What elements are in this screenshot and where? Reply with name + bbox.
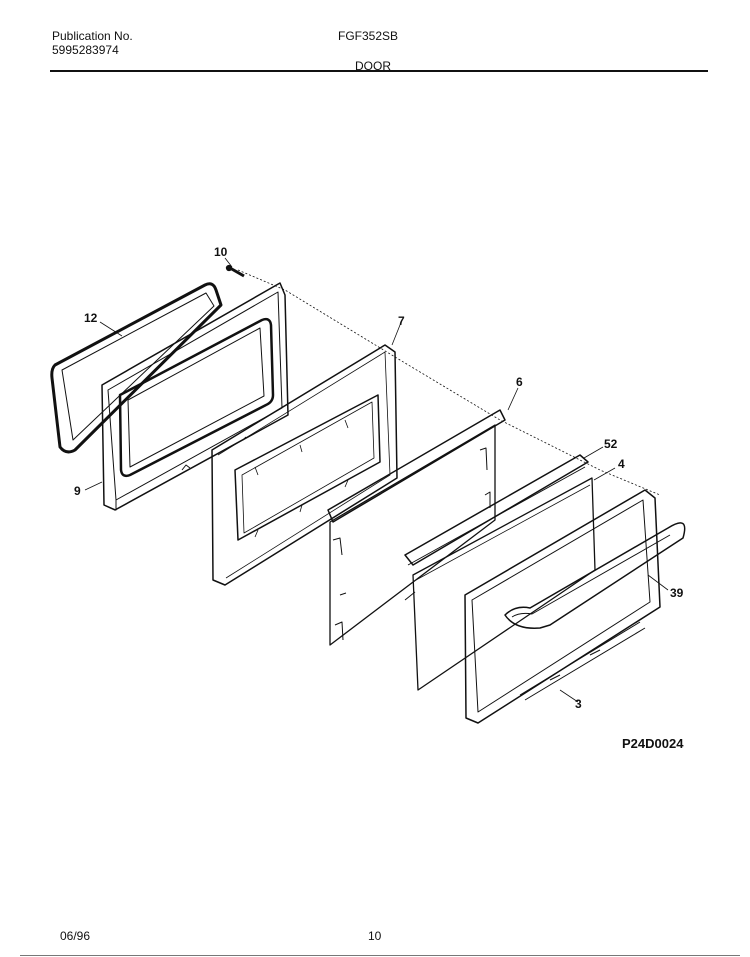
door-panel-part <box>327 409 506 646</box>
part-label-3: 3 <box>575 697 582 711</box>
outer-frame-part <box>464 489 661 724</box>
part-label-9: 9 <box>74 484 81 498</box>
part-label-10: 10 <box>214 245 228 259</box>
gasket-part <box>50 282 223 454</box>
part-label-4: 4 <box>618 457 625 471</box>
part-label-39: 39 <box>670 586 684 600</box>
glass-panel-part <box>412 477 596 691</box>
section-title: DOOR <box>355 59 391 73</box>
header-rule <box>50 70 708 72</box>
insulation-frame-part <box>211 344 398 586</box>
part-label-12: 12 <box>84 311 98 325</box>
publication-number: 5995283974 <box>52 43 119 57</box>
part-label-6: 6 <box>516 375 523 389</box>
page-number: 10 <box>368 929 382 943</box>
part-label-52: 52 <box>604 437 618 451</box>
screw-part <box>225 264 245 278</box>
assembly-guide-line <box>237 269 661 496</box>
footer-rule <box>20 955 740 956</box>
figure-code: P24D0024 <box>622 736 684 751</box>
trim-strip-part <box>404 454 589 566</box>
part-label-7: 7 <box>398 314 405 328</box>
handle-part <box>504 522 686 629</box>
publication-label: Publication No. <box>52 29 133 43</box>
model-number: FGF352SB <box>338 29 399 43</box>
footer-date: 06/96 <box>60 929 91 943</box>
